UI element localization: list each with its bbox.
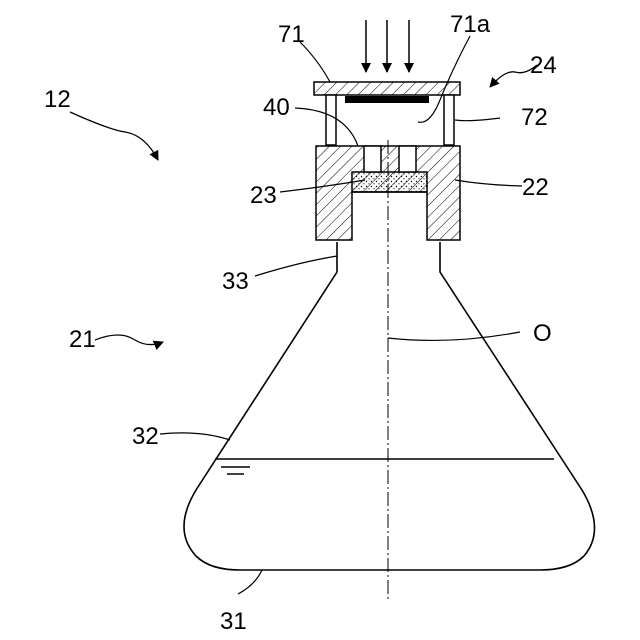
label-axis: O — [533, 320, 552, 347]
filter — [352, 172, 427, 192]
label-side-wall: 32 — [132, 423, 159, 450]
label-support-post: 72 — [521, 104, 548, 131]
water-level-symbol — [221, 467, 250, 474]
label-cover-plate-underside: 71a — [450, 11, 491, 38]
cover-plate-underside — [345, 96, 429, 103]
label-neck: 33 — [222, 268, 249, 295]
label-lid-assembly: 24 — [530, 52, 557, 79]
reference-arrows — [70, 65, 537, 345]
cover-plate — [314, 82, 460, 95]
label-body: 22 — [522, 174, 549, 201]
label-device: 12 — [44, 86, 71, 113]
label-bottom: 31 — [220, 608, 247, 635]
incoming-arrows — [366, 20, 409, 72]
label-passage: 40 — [263, 94, 290, 121]
label-cover-plate: 71 — [278, 21, 305, 48]
label-flask: 21 — [69, 326, 96, 353]
label-filter: 23 — [250, 182, 277, 209]
